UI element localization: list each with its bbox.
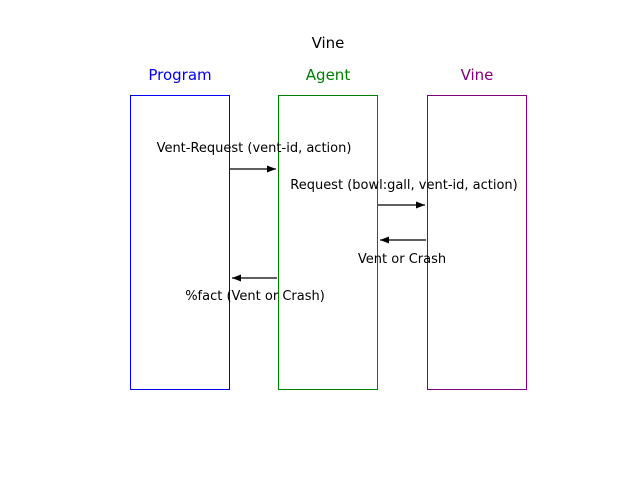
lifeline-box-agent [278,95,378,390]
message-label-vent-or-crash: Vent or Crash [357,252,447,267]
lifeline-box-vine [427,95,527,390]
message-label-request: Request (bowl:gall, vent-id, action) [290,178,518,193]
lifeline-label-program: Program [148,66,212,84]
lifeline-label-vine: Vine [460,66,494,84]
message-label-vent-request: Vent-Request (vent-id, action) [156,141,352,156]
message-label-fact: %fact (Vent or Crash) [185,289,325,304]
lifeline-box-program [130,95,230,390]
lifeline-label-agent: Agent [305,66,351,84]
diagram-title: Vine [311,34,345,52]
